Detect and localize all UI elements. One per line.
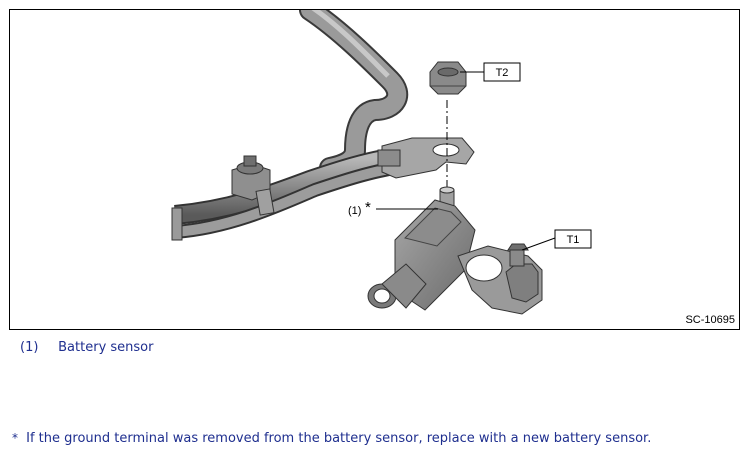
nut-t2 <box>429 61 467 95</box>
callout-item-1: (1) * <box>348 199 438 217</box>
figure-code: SC-10695 <box>685 314 735 326</box>
battery-sensor <box>367 186 476 311</box>
replacement-note: * If the ground terminal was removed fro… <box>12 431 651 446</box>
legend-item: (1) Battery sensor <box>20 340 153 355</box>
callout-t2-label: T2 <box>496 67 509 79</box>
illustration-frame: T2 T1 (1) * SC-10695 <box>9 9 740 330</box>
callout-item1-mark: * <box>365 199 371 216</box>
harness-clip <box>231 155 275 216</box>
battery-sensor-illustration: T2 T1 (1) * <box>171 10 592 315</box>
harness-cables <box>171 148 397 241</box>
legend-label: Battery sensor <box>58 340 154 355</box>
upper-cable <box>299 10 409 179</box>
legend-number: (1) <box>20 340 39 355</box>
callout-t1-label: T1 <box>567 234 580 246</box>
callout-t1: T1 <box>521 229 592 251</box>
battery-clamp <box>457 243 543 315</box>
note-symbol: * <box>12 431 18 445</box>
callout-item1-label: (1) <box>348 205 361 217</box>
callout-t2: T2 <box>460 62 521 82</box>
ground-terminal <box>377 137 475 179</box>
note-text: If the ground terminal was removed from … <box>26 431 652 446</box>
